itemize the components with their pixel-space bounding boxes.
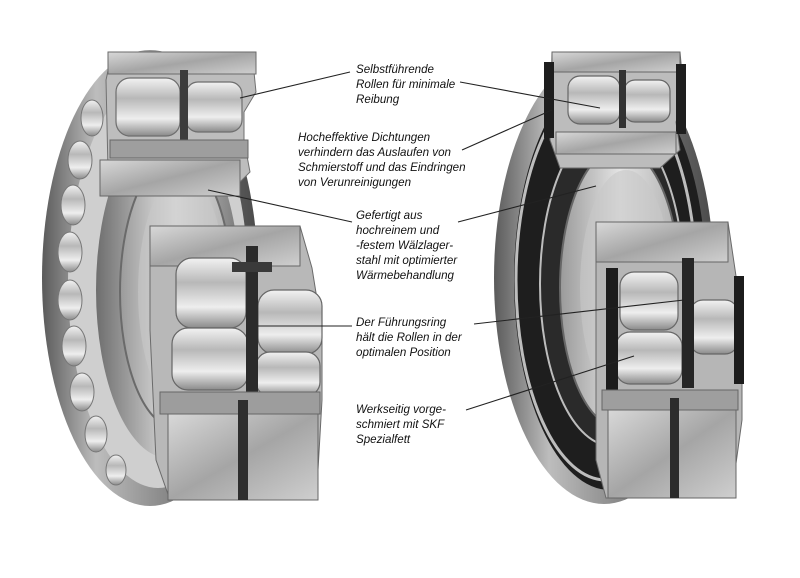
sealed-bearing [494,51,744,504]
callout-seals: Hocheffektive Dichtungen verhindern das … [298,130,466,190]
bottom-roller-lower-left [171,327,249,391]
callout-seals-line: verhindern das Auslaufen von [298,146,451,159]
top-section [99,51,257,197]
open-bearing [42,50,323,506]
callout-rollers-line: Reibung [356,93,400,106]
callout-steel-line: hochreinem und [356,224,440,237]
callout-steel-line: stahl mit optimierter [356,254,458,267]
callout-guide-ring-line: Der Führungsring [356,316,447,329]
callout-steel-line: Gefertigt aus [356,209,423,222]
leader-rollers-right [459,81,601,109]
top-roller-right [185,81,243,133]
callout-rollers: Selbstführende Rollen für minimale Reibu… [356,62,455,107]
leader-grease [465,355,635,411]
top-guide-ring [180,70,188,140]
callout-seals-line: Hocheffektive Dichtungen [298,131,431,144]
callout-grease-line: Spezialfett [356,433,411,446]
leader-rollers-left [239,71,351,99]
bottom-section-sealed [595,221,744,499]
callout-seals-line: Schmierstoff und das Eindringen [298,161,466,174]
callout-grease-line: schmiert mit SKF [356,418,445,431]
leader-guide-right [473,299,685,325]
leader-lines [207,71,685,411]
callout-steel-line: -festem Wälzlager- [356,239,454,252]
bottom-roller-upper-right [257,289,323,355]
top-roller-left [115,77,181,137]
leader-seals [461,109,553,151]
callout-steel: Gefertigt aus hochreinem und -festem Wäl… [356,208,457,283]
leader-steel-left [207,189,353,223]
callout-grease: Werkseitig vorge- schmiert mit SKF Spezi… [356,402,446,447]
bottom-section [149,225,323,501]
leader-steel-right [457,185,597,223]
callout-seals-line: von Verunreinigungen [298,176,412,189]
guide-ring [246,246,258,396]
callout-guide-ring-line: hält die Rollen in der [356,331,462,344]
callout-guide-ring-line: optimalen Position [356,346,451,359]
top-section-sealed [544,51,686,169]
roller-row [57,99,127,486]
callout-guide-ring: Der Führungsring hält die Rollen in der … [356,315,462,360]
callout-rollers-line: Selbstführende [356,63,434,76]
callout-steel-line: Wärmebehandlung [356,269,454,282]
callout-grease-line: Werkseitig vorge- [356,403,446,416]
callout-rollers-line: Rollen für minimale [356,78,456,91]
